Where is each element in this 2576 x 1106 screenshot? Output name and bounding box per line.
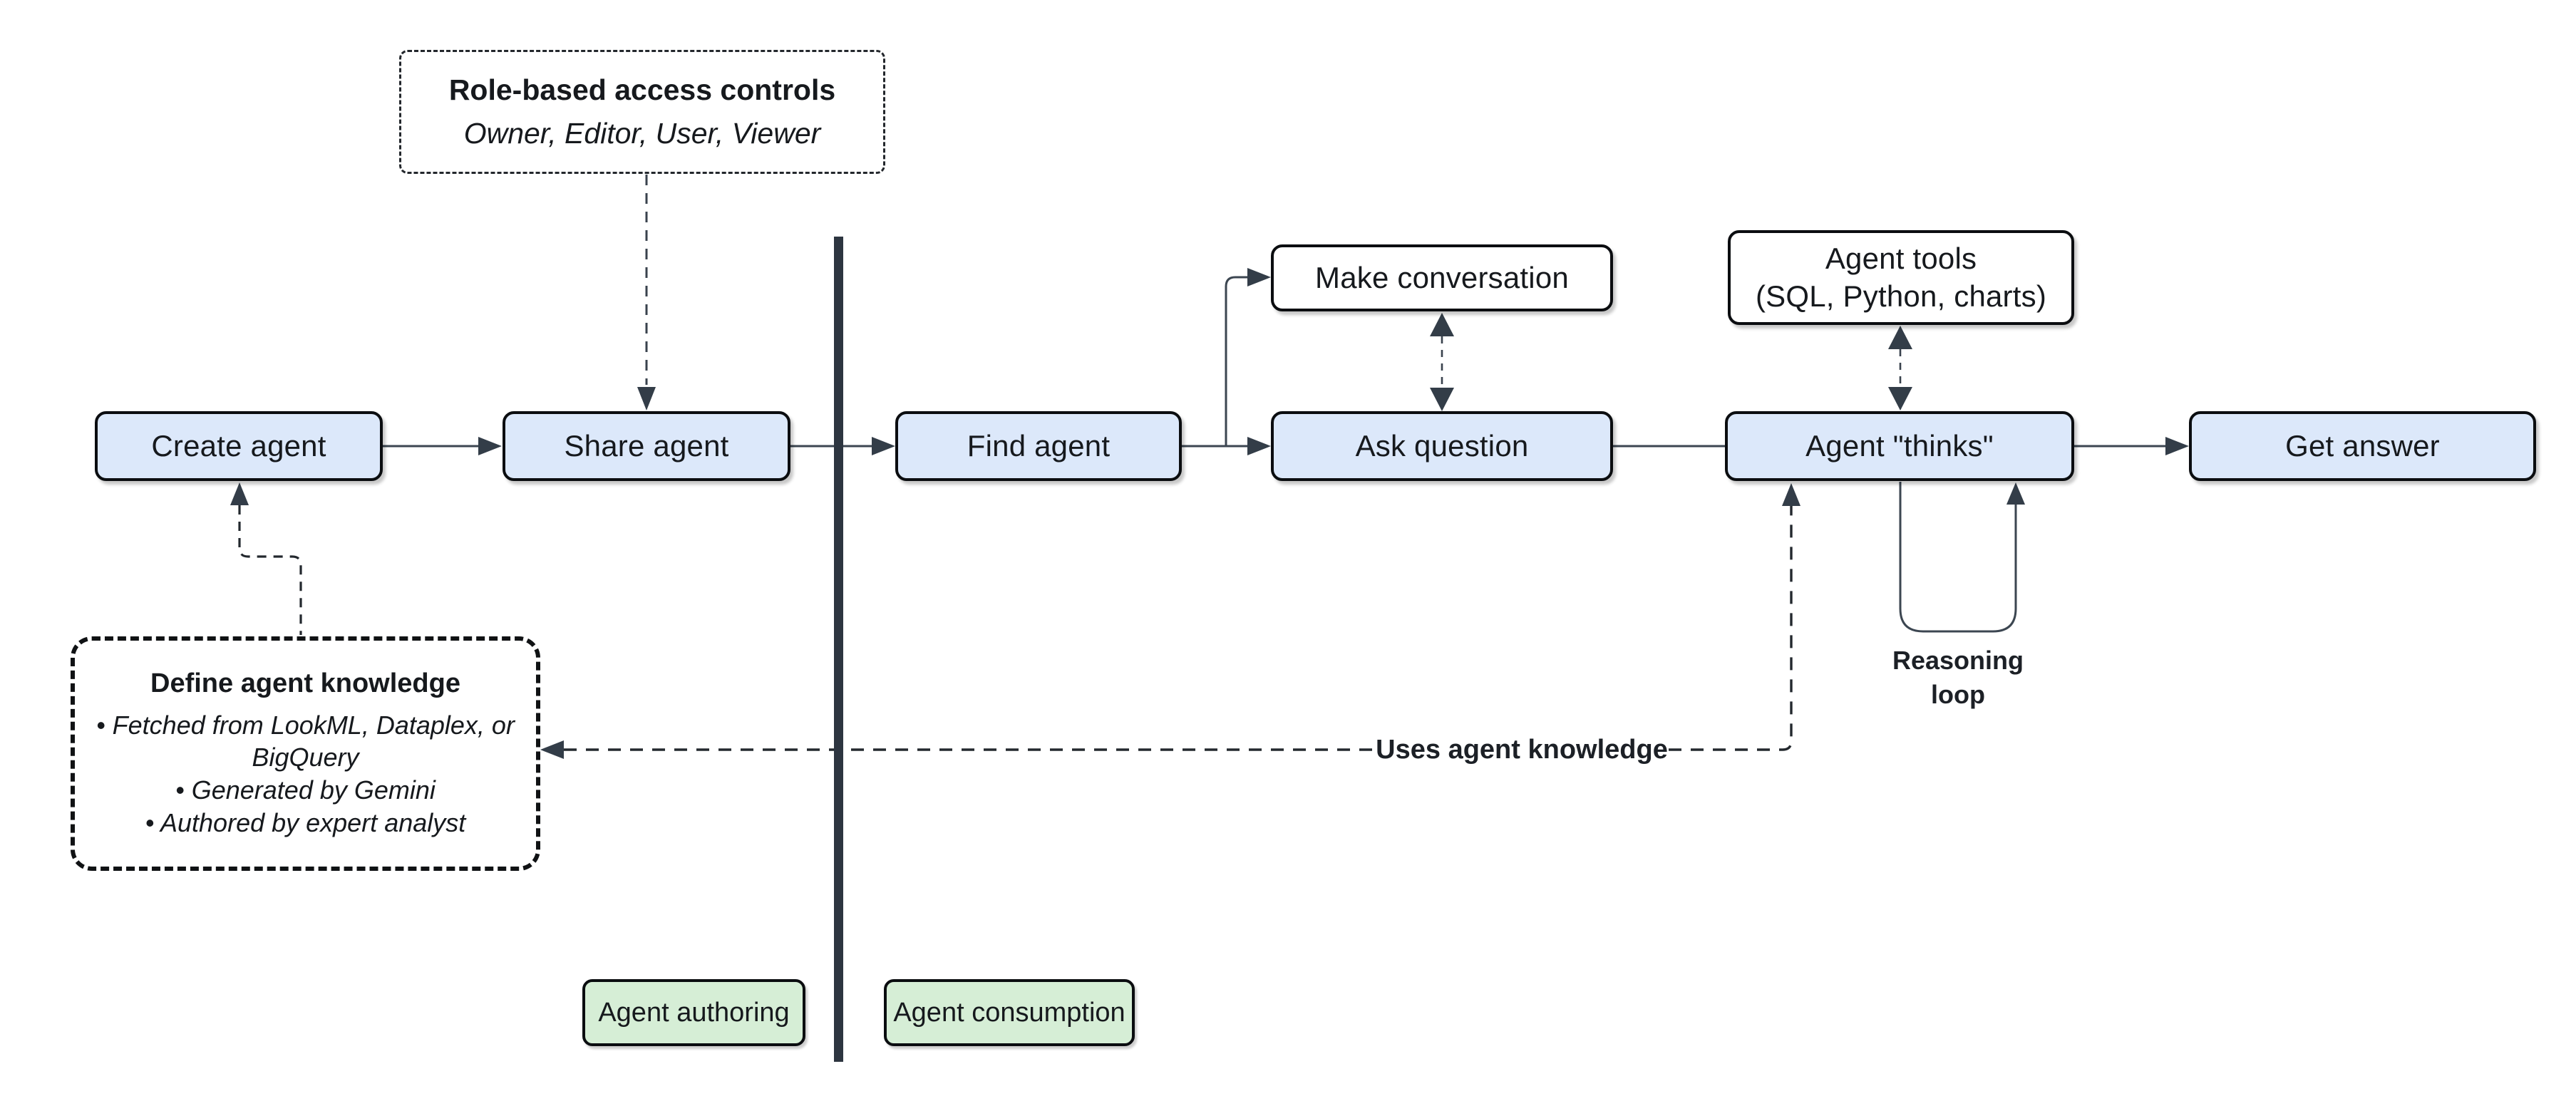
node-find-agent: Find agent bbox=[895, 411, 1182, 481]
role-access-subtitle: Owner, Editor, User, Viewer bbox=[463, 117, 821, 150]
agent-tools-line1: Agent tools bbox=[1825, 242, 1977, 275]
dashed-arrow-knowledge-to-create bbox=[230, 482, 302, 635]
define-knowledge-title: Define agent knowledge bbox=[150, 668, 460, 698]
node-label: Create agent bbox=[151, 429, 326, 462]
node-label: Make conversation bbox=[1315, 261, 1569, 294]
node-label: Agent "thinks" bbox=[1805, 429, 1994, 462]
role-access-title: Role-based access controls bbox=[448, 73, 836, 106]
reasoning-loop-arrow bbox=[1899, 482, 2025, 633]
dashed-arrow-role-to-share bbox=[637, 175, 656, 410]
define-knowledge-bullet: • Authored by expert analyst bbox=[145, 807, 466, 837]
node-label: Find agent bbox=[967, 429, 1111, 462]
lane-label-agent-authoring: Agent authoring bbox=[582, 979, 805, 1046]
node-ask-question: Ask question bbox=[1271, 411, 1613, 481]
lane-label: Agent authoring bbox=[598, 997, 790, 1028]
arrow-find-to-ask bbox=[1182, 437, 1271, 455]
uses-agent-knowledge-label: Uses agent knowledge bbox=[1376, 731, 1668, 768]
node-create-agent: Create agent bbox=[95, 411, 383, 481]
define-knowledge-bullet: • Generated by Gemini bbox=[175, 775, 436, 805]
arrow-thinks-to-get-answer bbox=[2074, 437, 2189, 455]
node-label: Get answer bbox=[2285, 429, 2440, 462]
node-get-answer: Get answer bbox=[2189, 411, 2536, 481]
callout-define-agent-knowledge: Define agent knowledge • Fetched from Lo… bbox=[71, 636, 540, 871]
reasoning-loop-line2: loop bbox=[1931, 679, 1985, 709]
lane-divider bbox=[834, 237, 843, 1062]
node-label: Agent tools (SQL, Python, charts) bbox=[1756, 240, 2046, 315]
node-label: Ask question bbox=[1355, 429, 1529, 462]
node-agent-thinks: Agent "thinks" bbox=[1725, 411, 2074, 481]
define-knowledge-bullet: • Fetched from LookML, Dataplex, or BigQ… bbox=[96, 710, 515, 772]
reasoning-loop-label: Reasoning loop bbox=[1865, 644, 2051, 711]
reasoning-loop-line1: Reasoning bbox=[1892, 646, 2024, 675]
node-agent-tools: Agent tools (SQL, Python, charts) bbox=[1728, 230, 2074, 325]
arrow-create-to-share bbox=[383, 437, 502, 455]
agent-tools-line2: (SQL, Python, charts) bbox=[1755, 279, 2047, 313]
arrow-find-to-make-conversation bbox=[1225, 268, 1271, 446]
dashed-arrow-make-ask-bidirectional bbox=[1430, 313, 1454, 411]
dashed-arrow-uses-agent-knowledge bbox=[540, 483, 1800, 759]
arrow-share-to-find bbox=[790, 437, 895, 455]
node-label: Share agent bbox=[564, 429, 729, 462]
dashed-arrow-tools-thinks-bidirectional bbox=[1888, 326, 1912, 410]
lane-label-agent-consumption: Agent consumption bbox=[884, 979, 1135, 1046]
callout-role-based-access: Role-based access controls Owner, Editor… bbox=[399, 50, 885, 174]
node-make-conversation: Make conversation bbox=[1271, 244, 1613, 311]
lane-label: Agent consumption bbox=[893, 997, 1125, 1028]
node-share-agent: Share agent bbox=[503, 411, 790, 481]
